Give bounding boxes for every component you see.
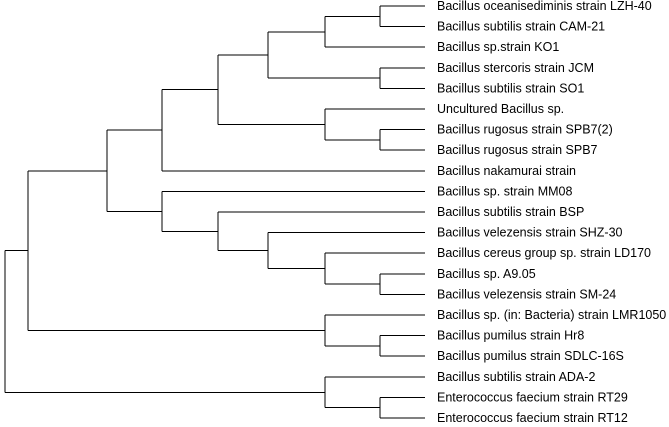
leaf-label: Bacillus stercoris strain JCM bbox=[437, 61, 594, 75]
leaf-label: Bacillus velezensis strain SM-24 bbox=[437, 287, 616, 301]
leaf-label: Bacillus subtilis strain CAM-21 bbox=[437, 20, 605, 34]
leaf-label: Bacillus sp. A9.05 bbox=[437, 267, 536, 281]
leaf-label: Bacillus rugosus strain SPB7 bbox=[437, 143, 598, 157]
leaf-label: Bacillus rugosus strain SPB7(2) bbox=[437, 123, 613, 137]
leaf-label: Bacillus sp.strain KO1 bbox=[437, 40, 559, 54]
leaf-label: Bacillus pumilus strain SDLC-16S bbox=[437, 349, 624, 363]
leaf-label: Enterococcus faecium strain RT29 bbox=[437, 390, 628, 404]
tree-branches bbox=[4, 5, 425, 419]
leaf-label: Bacillus cereus group sp. strain LD170 bbox=[437, 246, 651, 260]
leaf-label: Bacillus subtilis strain SO1 bbox=[437, 81, 584, 95]
leaf-label: Bacillus sp. (in: Bacteria) strain LMR10… bbox=[437, 308, 666, 322]
leaf-label: Bacillus pumilus strain Hr8 bbox=[437, 329, 584, 343]
leaf-label: Bacillus oceanisediminis strain LZH-40 bbox=[437, 0, 652, 13]
leaf-label: Enterococcus faecium strain RT12 bbox=[437, 411, 628, 425]
leaf-label: Uncultured Bacillus sp. bbox=[437, 102, 564, 116]
leaf-label: Bacillus velezensis strain SHZ-30 bbox=[437, 226, 623, 240]
leaf-label: Bacillus sp. strain MM08 bbox=[437, 184, 573, 198]
tree-leaf-labels: Bacillus oceanisediminis strain LZH-40Ba… bbox=[437, 0, 666, 425]
leaf-label: Bacillus subtilis strain BSP bbox=[437, 205, 584, 219]
leaf-label: Bacillus nakamurai strain bbox=[437, 164, 576, 178]
leaf-label: Bacillus subtilis strain ADA-2 bbox=[437, 370, 595, 384]
